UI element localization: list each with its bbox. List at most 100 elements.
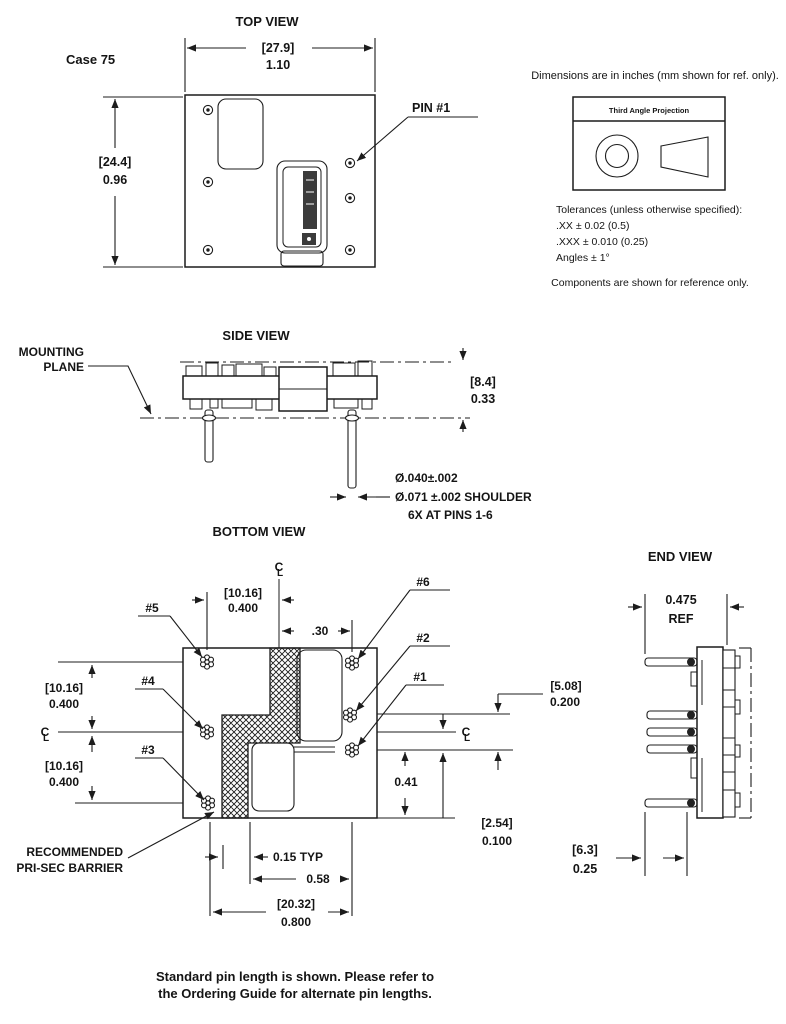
tolerances-block: Tolerances (unless otherwise specified):… (556, 204, 742, 264)
end-ref-value: 0.475 (665, 593, 696, 607)
svg-text:L: L (43, 733, 49, 744)
right-dimension-0100: [2.54] 0.100 (439, 714, 513, 848)
left-pitch-dimension-2: [10.16] 0.400 (45, 736, 96, 800)
side-pin-right (347, 409, 357, 489)
bottom-top-pitch-dimension: [10.16] 0.400 (192, 586, 294, 650)
pri-sec-barrier (221, 647, 301, 819)
side-height-mm: [8.4] (470, 375, 496, 389)
centerline-symbol-left: C L (41, 725, 50, 744)
offset-30: .30 (312, 624, 329, 638)
barrier-label-2: PRI-SEC BARRIER (16, 861, 123, 875)
barrier-label-1: RECOMMENDED (26, 845, 123, 859)
top-connector (276, 160, 328, 267)
reference-note: Components are shown for reference only. (551, 277, 749, 289)
left-pitch-dimension-1: [10.16] 0.400 (45, 665, 96, 729)
top-pins (202, 104, 356, 256)
svg-text:L: L (464, 733, 470, 744)
top-connector-label-strip (303, 171, 317, 229)
pin1-label: PIN #1 (412, 101, 450, 115)
svg-text:C: C (275, 560, 284, 574)
d015: 0.15 TYP (273, 850, 323, 864)
right2-in: 0.100 (482, 834, 512, 848)
top-view-body (184, 94, 376, 268)
notes-panel: Dimensions are in inches (mm shown for r… (531, 70, 779, 289)
pin-2 (342, 707, 358, 723)
pin3-label: #3 (141, 743, 155, 757)
pin6-label: #6 (416, 575, 430, 589)
mounting-plane-label-1: MOUNTING (19, 345, 84, 359)
pin5-label: #5 (145, 601, 159, 615)
pin-1 (344, 742, 360, 758)
pin-diameter: Ø.040±.002 (395, 471, 458, 485)
top-width-dimension: [27.9] 1.10 (184, 38, 376, 92)
top-width-in: 1.10 (266, 58, 290, 72)
end-dim-mm: [6.3] (572, 843, 598, 857)
top-cutout (217, 98, 264, 170)
pin-5 (199, 654, 215, 670)
bottom-view-title: BOTTOM VIEW (213, 524, 307, 539)
tolerance-heading: Tolerances (unless otherwise specified): (556, 204, 742, 216)
side-view-body (182, 360, 378, 489)
units-note: Dimensions are in inches (mm shown for r… (531, 70, 779, 82)
side-pin-left (204, 409, 214, 463)
bottom-view: BOTTOM VIEW C L C L C L (16, 524, 581, 929)
pitch-left1-mm: [10.16] (45, 681, 83, 695)
tolerance-angles: Angles ± 1° (556, 252, 610, 264)
case-label: Case 75 (66, 52, 115, 67)
projection-cone-icon (660, 136, 709, 178)
d058: 0.58 (306, 872, 330, 886)
right1-in: 0.200 (550, 695, 580, 709)
bottom-width-in: 0.800 (281, 915, 311, 929)
right1-mm: [5.08] (550, 679, 581, 693)
right2-mm: [2.54] (481, 816, 512, 830)
pin-6 (344, 655, 360, 671)
side-pin-right-shoulder (344, 414, 360, 422)
bottom-pin-labels: #5 #6 #2 #1 #4 #3 (135, 575, 450, 801)
end-pin-length-dimension: [6.3] 0.25 (572, 812, 688, 876)
pitch-top-mm: [10.16] (224, 586, 262, 600)
barrier-callout: RECOMMENDED PRI-SEC BARRIER (16, 811, 215, 875)
svg-text:C: C (462, 725, 471, 739)
side-view-title: SIDE VIEW (222, 328, 290, 343)
side-height-dimension: [8.4] 0.33 (459, 348, 496, 432)
offset-30-dimension: .30 (282, 620, 353, 652)
pitch-left2-mm: [10.16] (45, 759, 83, 773)
pitch-left2-in: 0.400 (49, 775, 79, 789)
pitch-top-in: 0.400 (228, 601, 258, 615)
pin1-callout: PIN #1 (356, 101, 478, 162)
svg-text:C: C (41, 725, 50, 739)
svg-text:L: L (277, 568, 283, 579)
footer-note: Standard pin length is shown. Please ref… (156, 969, 434, 1001)
end-view-title: END VIEW (648, 549, 713, 564)
tolerance-xxx: .XXX ± 0.010 (0.25) (556, 236, 648, 248)
pin-4 (199, 724, 215, 740)
mounting-plane-callout: MOUNTING PLANE (19, 345, 152, 415)
centerline-symbol-right: C L (462, 725, 471, 744)
end-view: END VIEW 0.475 REF (572, 549, 752, 876)
footer-line-2: the Ordering Guide for alternate pin len… (158, 986, 432, 1001)
mounting-plane-label-2: PLANE (43, 360, 84, 374)
pin4-label: #4 (141, 674, 155, 688)
d041: 0.41 (394, 775, 418, 789)
top-view: TOP VIEW Case 75 [27.9] 1.10 (66, 14, 478, 268)
dimension-041: 0.41 (394, 752, 418, 815)
end-ref-dimension: 0.475 REF (628, 593, 744, 654)
centerline-symbol-top: C L (275, 560, 284, 579)
top-height-mm: [24.4] (99, 155, 132, 169)
pin1-label-bottom: #1 (413, 670, 427, 684)
bottom-dimensions: 0.15 TYP 0.58 [20.32] 0.800 (205, 822, 353, 929)
bottom-width-mm: [20.32] (277, 897, 315, 911)
pitch-left1-in: 0.400 (49, 697, 79, 711)
projection-circle-icon (595, 134, 639, 178)
pin-diameter-callout: Ø.040±.002 Ø.071 ±.002 SHOULDER 6X AT PI… (330, 471, 532, 522)
side-height-in: 0.33 (471, 392, 495, 406)
end-dim-in: 0.25 (573, 862, 597, 876)
shoulder-diameter: Ø.071 ±.002 SHOULDER (395, 490, 532, 504)
tolerance-xx: .XX ± 0.02 (0.5) (556, 220, 629, 232)
side-view: SIDE VIEW MOUNTING PLANE (19, 328, 532, 522)
projection-title: Third Angle Projection (609, 106, 690, 115)
top-width-mm: [27.9] (262, 41, 295, 55)
pin-3 (200, 795, 216, 811)
